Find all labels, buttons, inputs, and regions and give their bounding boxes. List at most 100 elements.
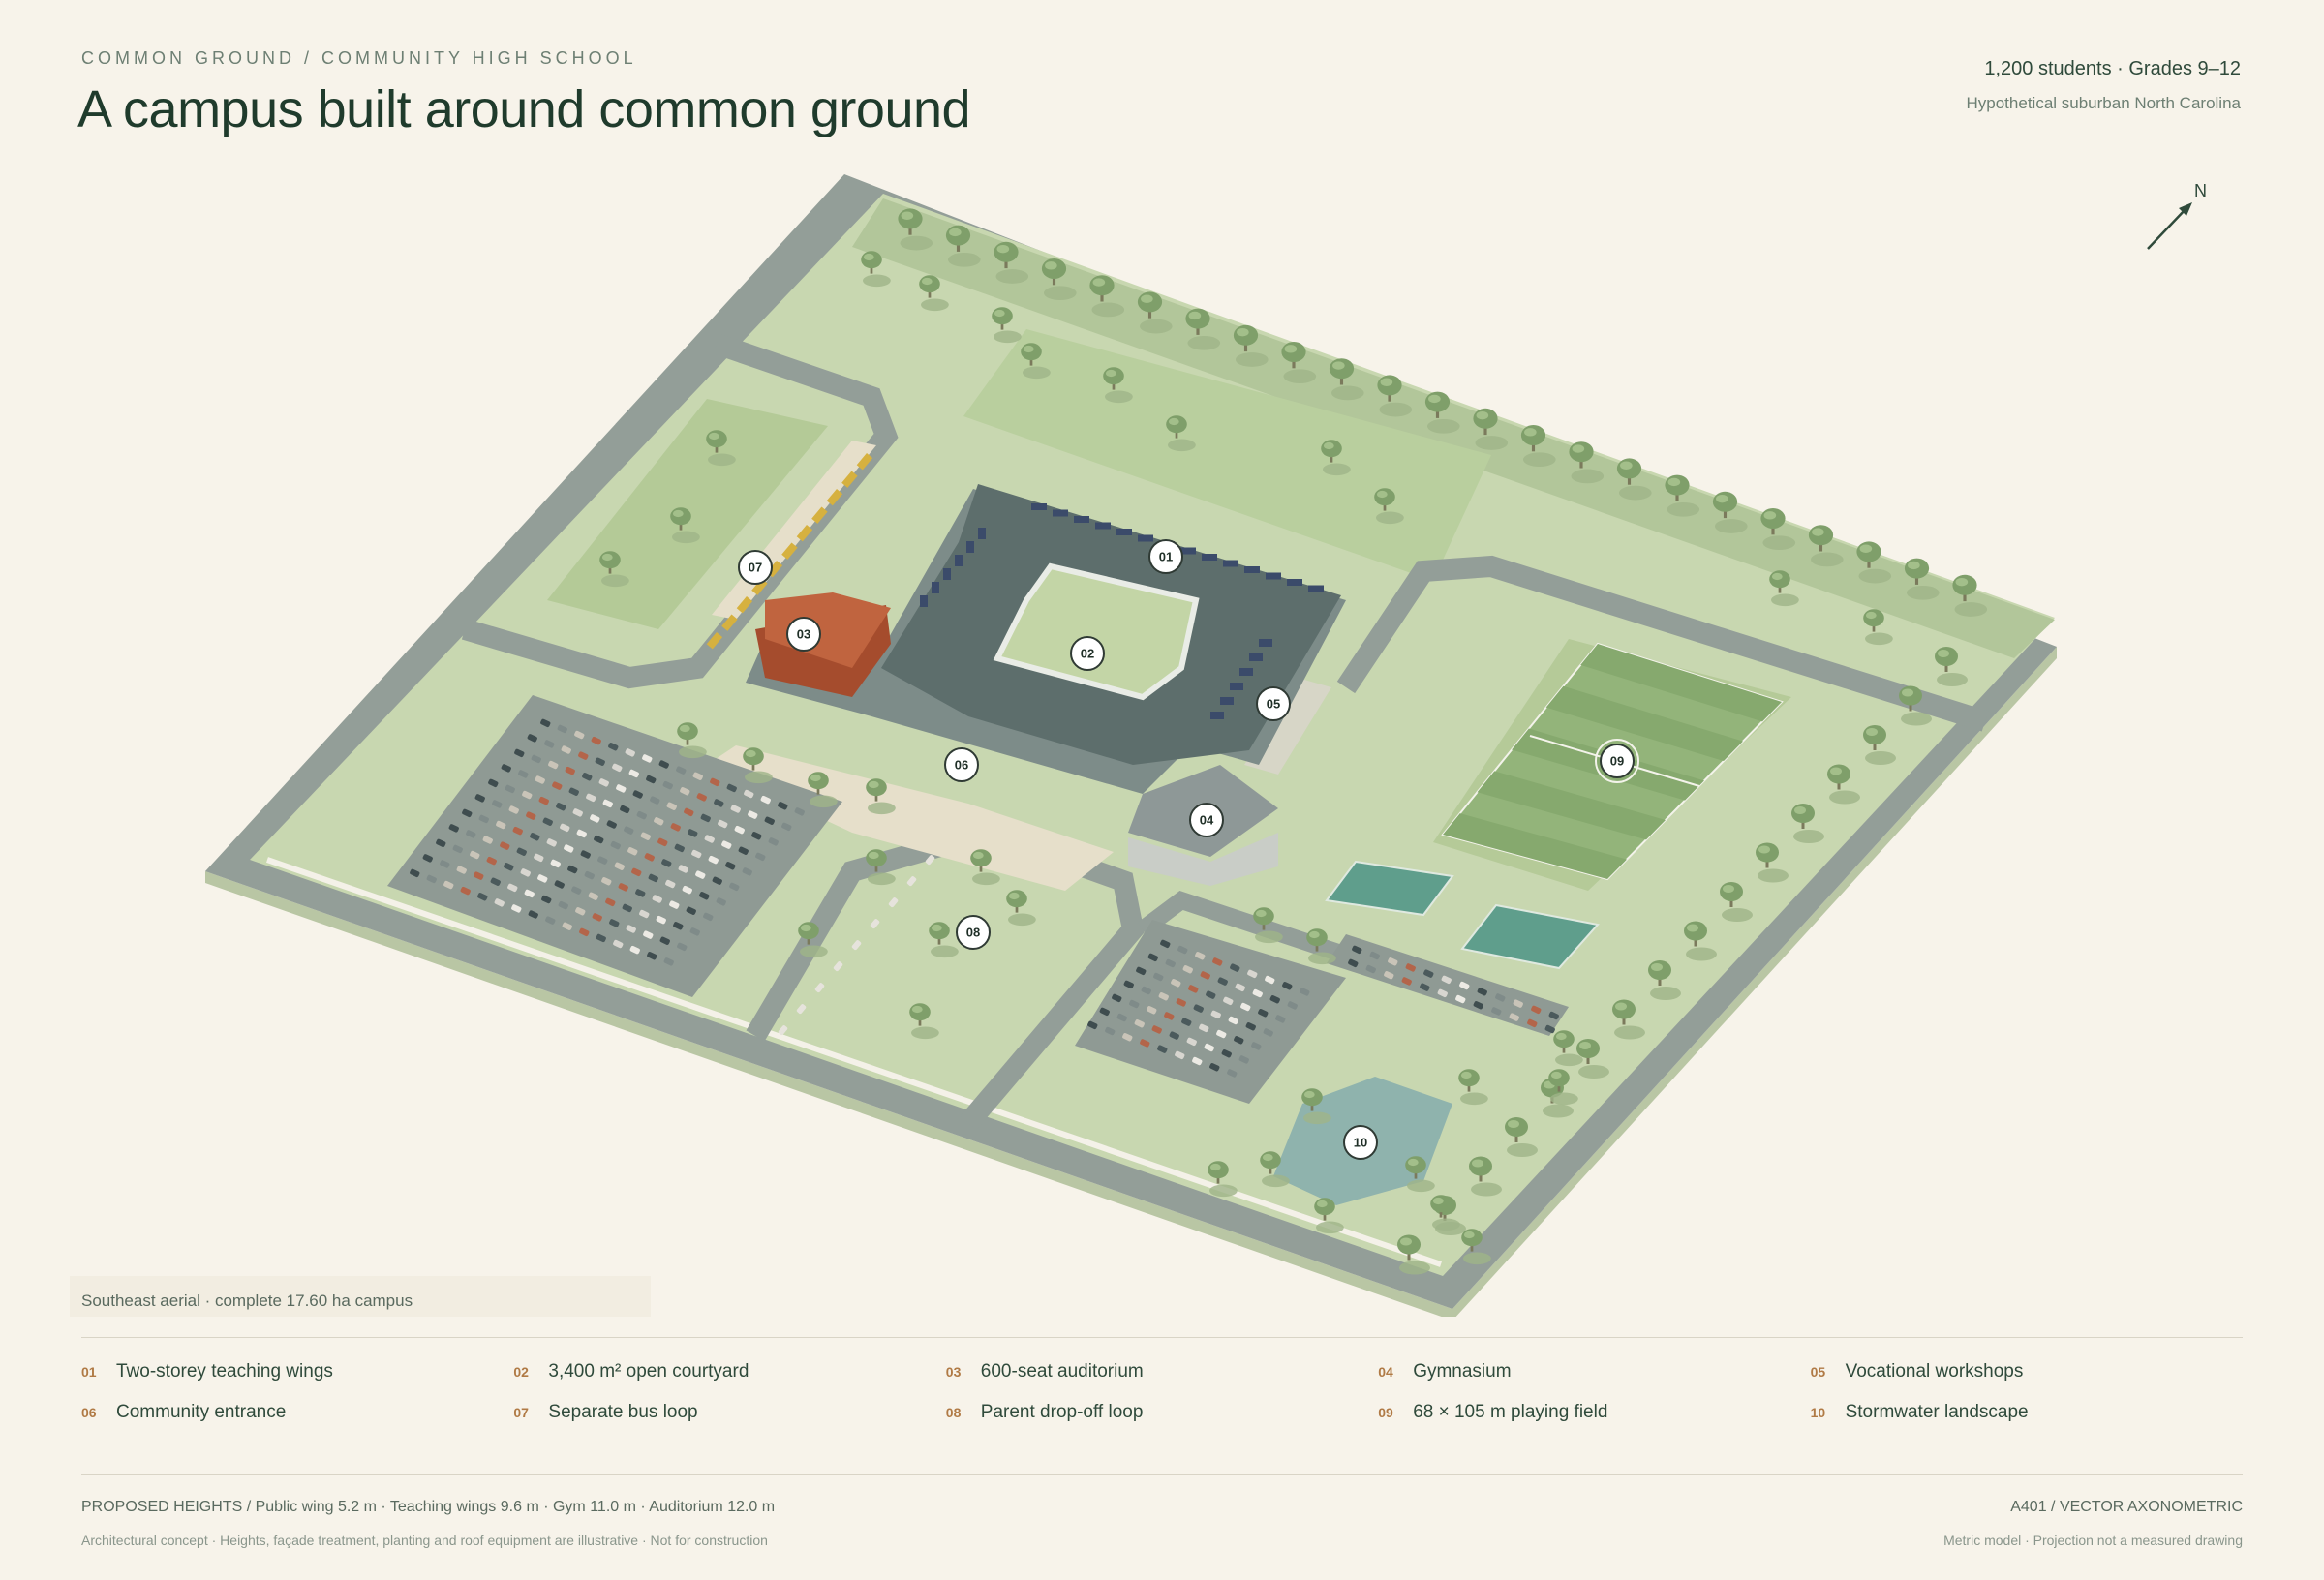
parked-car bbox=[574, 730, 585, 740]
field-stripe bbox=[1580, 644, 1782, 722]
school-bus bbox=[721, 614, 738, 631]
parked-car bbox=[1129, 999, 1140, 1009]
parked-car bbox=[474, 794, 485, 803]
tree bbox=[1808, 525, 1844, 567]
parked-car bbox=[586, 793, 596, 803]
tree bbox=[1665, 474, 1700, 517]
tree bbox=[670, 507, 700, 544]
pavement-edge bbox=[266, 857, 1442, 1267]
tennis-court-1 bbox=[1325, 860, 1454, 917]
parked-car bbox=[606, 820, 617, 829]
parked-car bbox=[632, 790, 643, 799]
solar-panel bbox=[1230, 683, 1243, 690]
tree-shadow bbox=[1140, 319, 1173, 334]
parked-car bbox=[1200, 971, 1210, 980]
tree bbox=[1548, 1069, 1578, 1106]
marker-label: 08 bbox=[966, 926, 980, 940]
parked-car bbox=[1188, 985, 1199, 993]
parked-car bbox=[571, 886, 582, 895]
parked-car bbox=[678, 865, 688, 873]
tree-highlight bbox=[1865, 611, 1877, 620]
legend-item: 01 Two-storey teaching wings bbox=[81, 1361, 513, 1382]
tree-shadow bbox=[1771, 593, 1799, 607]
bus-queue bbox=[706, 453, 935, 1036]
tree-highlight bbox=[1508, 1120, 1519, 1128]
tree-highlight bbox=[679, 724, 690, 733]
solar-panel bbox=[1180, 547, 1196, 555]
tree-shadow bbox=[672, 531, 700, 544]
legend-item: 07 Separate bus loop bbox=[513, 1402, 945, 1423]
marker-disc bbox=[1148, 539, 1183, 574]
tree-shadow bbox=[1555, 1053, 1583, 1067]
parked-car bbox=[1548, 1011, 1559, 1020]
tree bbox=[1041, 258, 1077, 301]
tree bbox=[1791, 804, 1824, 843]
parked-car bbox=[692, 772, 703, 780]
parked-car bbox=[738, 846, 749, 855]
parked-car bbox=[478, 814, 489, 824]
map-marker: 06 bbox=[944, 747, 979, 782]
tree-shadow bbox=[1543, 1104, 1574, 1118]
parked-car bbox=[1228, 1016, 1238, 1025]
tree bbox=[861, 251, 891, 288]
parked-car bbox=[540, 718, 551, 728]
tree-shadow bbox=[863, 274, 891, 288]
school-bus bbox=[856, 453, 873, 471]
field-stripe bbox=[1545, 685, 1743, 761]
parked-car bbox=[696, 793, 707, 802]
parked-car bbox=[1122, 1033, 1133, 1042]
tree bbox=[1904, 558, 1940, 600]
tree bbox=[1856, 541, 1892, 584]
tree-highlight bbox=[1400, 1237, 1412, 1246]
parked-car bbox=[760, 795, 771, 805]
drop-off-car bbox=[925, 855, 935, 866]
tree-highlight bbox=[601, 553, 613, 562]
tree-shadow bbox=[1614, 1025, 1645, 1040]
tree-highlight bbox=[972, 851, 984, 860]
tree-shadow bbox=[1507, 1143, 1538, 1157]
parked-car bbox=[494, 898, 505, 907]
tree-highlight bbox=[1615, 1002, 1627, 1011]
parked-car bbox=[1352, 945, 1362, 955]
parked-car bbox=[610, 840, 621, 850]
tree bbox=[1684, 921, 1717, 961]
marker-label: 05 bbox=[1267, 697, 1280, 712]
parked-car bbox=[1199, 1023, 1209, 1033]
map-marker: 01 bbox=[1148, 539, 1183, 574]
parked-car bbox=[620, 805, 630, 814]
tree bbox=[909, 1003, 939, 1040]
roof-solar-panels bbox=[920, 503, 1324, 719]
parked-car bbox=[682, 885, 692, 895]
parked-car bbox=[592, 913, 602, 922]
parked-car bbox=[662, 780, 673, 790]
parked-car bbox=[673, 922, 684, 930]
tree-highlight bbox=[1955, 577, 1969, 587]
marker-label: 04 bbox=[1200, 813, 1214, 828]
legend-label: 600-seat auditorium bbox=[980, 1361, 1144, 1382]
view-caption: Southeast aerial · complete 17.60 ha cam… bbox=[70, 1276, 651, 1317]
tree-shadow bbox=[1323, 463, 1351, 476]
tree-highlight bbox=[901, 211, 914, 220]
parked-car bbox=[676, 766, 687, 775]
tree bbox=[599, 551, 629, 588]
page-title: A campus built around common ground bbox=[77, 80, 971, 138]
tree bbox=[1233, 324, 1269, 367]
solar-panel bbox=[932, 582, 939, 593]
drop-off-car bbox=[778, 1025, 788, 1036]
solar-panel bbox=[920, 595, 928, 607]
school-bus bbox=[781, 542, 798, 560]
parked-car bbox=[704, 835, 715, 843]
parked-car bbox=[1238, 1055, 1249, 1064]
marker-label: 02 bbox=[1081, 647, 1094, 661]
tree bbox=[994, 241, 1029, 284]
parked-car bbox=[663, 957, 674, 966]
tree bbox=[866, 778, 896, 815]
tree-highlight bbox=[1432, 1197, 1444, 1205]
parked-car bbox=[670, 823, 681, 832]
parked-car bbox=[1527, 1018, 1538, 1028]
tree-shadow bbox=[1762, 535, 1796, 551]
tree bbox=[1756, 842, 1789, 883]
parked-car bbox=[530, 833, 540, 841]
parked-car bbox=[1116, 1013, 1127, 1022]
tree bbox=[898, 208, 933, 251]
